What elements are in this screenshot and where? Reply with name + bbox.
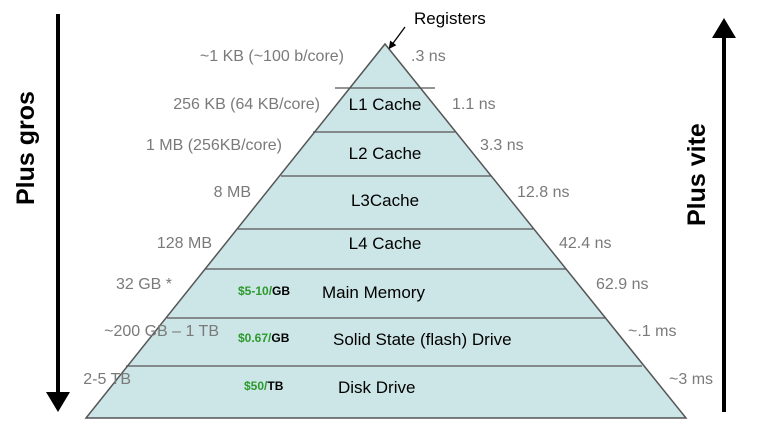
size-l4: 128 MB xyxy=(157,235,212,252)
latency-disk: ~3 ms xyxy=(669,371,713,388)
pyramid-body xyxy=(84,42,688,419)
registers-label: Registers xyxy=(414,9,486,28)
bigger-label: Plus gros xyxy=(12,91,40,205)
latency-l1: 1.1 ns xyxy=(452,96,496,113)
level-name-ssd: Solid State (flash) Drive xyxy=(333,330,512,349)
level-name-l1: L1 Cache xyxy=(349,95,422,114)
size-registers: ~1 KB (~100 b/core) xyxy=(200,48,344,65)
size-l3: 8 MB xyxy=(214,184,251,201)
level-separators xyxy=(126,87,642,367)
price-ssd: $0.67/GB xyxy=(238,331,290,345)
size-l1: 256 KB (64 KB/core) xyxy=(173,96,320,113)
price-disk: $50/TB xyxy=(244,379,284,393)
level-name-l3: L3Cache xyxy=(351,191,419,210)
faster-label: Plus vite xyxy=(683,123,711,226)
size-l2: 1 MB (256KB/core) xyxy=(146,137,282,154)
latency-ssd: ~.1 ms xyxy=(628,323,676,340)
level-name-disk: Disk Drive xyxy=(338,378,415,397)
size-disk: 2-5 TB xyxy=(83,371,131,388)
level-name-l2: L2 Cache xyxy=(349,144,422,163)
registers-pointer-arrow xyxy=(388,26,406,50)
level-name-l4: L4 Cache xyxy=(349,234,422,253)
latency-l2: 3.3 ns xyxy=(480,137,524,154)
latency-memory: 62.9 ns xyxy=(596,276,648,293)
left-down-arrow xyxy=(46,14,70,412)
size-ssd: ~200 GB – 1 TB xyxy=(104,323,219,340)
size-memory: 32 GB * xyxy=(116,276,172,293)
latency-registers: .3 ns xyxy=(411,48,446,65)
latency-l3: 12.8 ns xyxy=(517,184,569,201)
latency-l4: 42.4 ns xyxy=(559,235,611,252)
price-memory: $5-10/GB xyxy=(238,284,290,298)
level-name-memory: Main Memory xyxy=(322,283,425,302)
right-up-arrow xyxy=(712,18,736,412)
